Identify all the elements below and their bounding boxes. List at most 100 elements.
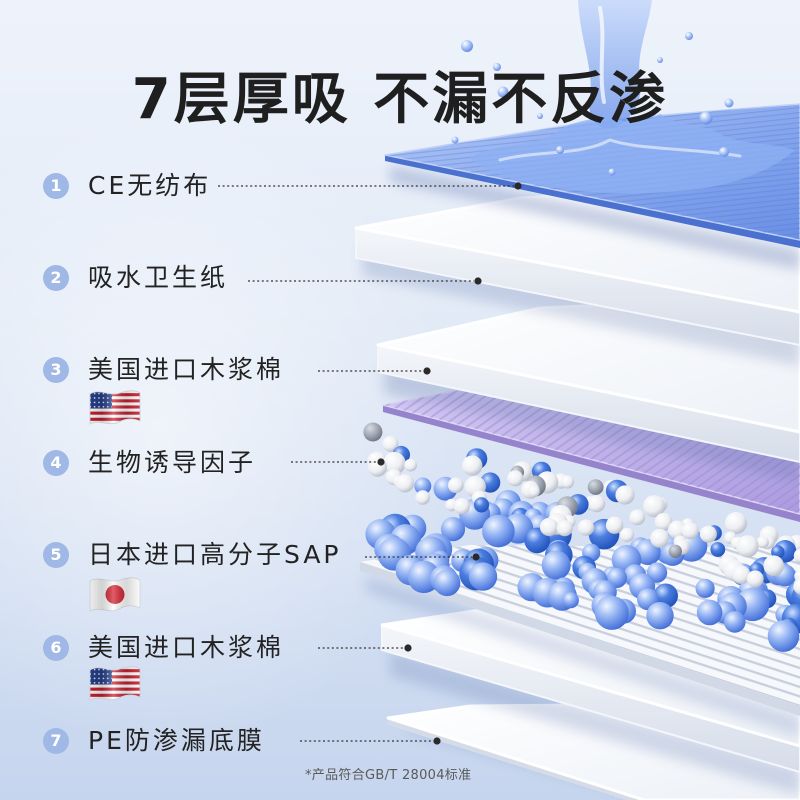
layer-number-badge: 7 <box>43 728 69 754</box>
layer-number-badge: 1 <box>43 173 69 199</box>
layer-number-badge: 6 <box>43 635 69 661</box>
sap-bead-white <box>560 475 575 489</box>
sap-bead-white <box>605 516 624 534</box>
layer-item-5: 5 日本进口高分子SAP <box>43 540 342 570</box>
sap-bead-blue <box>696 599 723 626</box>
water-droplet <box>461 40 473 52</box>
sap-bead-white <box>736 535 759 558</box>
sap-bead-white <box>382 435 399 452</box>
sap-bead-white <box>462 455 483 476</box>
sap-bead-blue <box>594 595 629 630</box>
water-droplet <box>556 146 564 154</box>
layer-item-1: 1 CE无纺布 <box>43 171 211 201</box>
layer-item-2: 2 吸水卫生纸 <box>43 263 228 293</box>
water-droplet <box>719 147 729 157</box>
sap-bead-white <box>763 555 784 576</box>
water-droplet <box>608 168 616 176</box>
sap-bead-blue <box>767 620 800 652</box>
sap-bead-white <box>793 548 800 564</box>
sap-bead-white <box>556 520 573 537</box>
sap-bead-white <box>404 458 417 472</box>
sap-bead-white <box>395 474 414 493</box>
sap-bead-white <box>415 490 431 505</box>
leader-dot-4 <box>377 458 385 466</box>
sap-bead-white <box>383 451 406 475</box>
sap-beads-white-group <box>363 422 800 595</box>
sap-bead-white <box>527 485 540 498</box>
japan-flag-icon <box>89 577 141 612</box>
layer-number-badge: 5 <box>43 542 69 568</box>
water-droplet <box>724 98 734 108</box>
sap-bead-white <box>629 509 646 526</box>
layer-number-badge: 2 <box>43 265 69 291</box>
leader-dot-7 <box>433 737 441 745</box>
sap-bead-white <box>615 485 635 505</box>
sap-bead-white <box>681 522 699 540</box>
sap-bead-white <box>643 495 666 518</box>
bio-factor-side <box>383 405 800 522</box>
sap-bead-white <box>453 498 470 515</box>
leader-dot-6 <box>404 644 412 652</box>
layer-label: CE无纺布 <box>88 171 212 200</box>
layer-label: 美国进口木浆棉 <box>88 633 285 662</box>
sap-bead-blue <box>440 517 466 542</box>
leader-dot-2 <box>474 277 482 285</box>
sap-bead-white <box>668 520 687 539</box>
sap-bead-dark-blue <box>710 542 726 557</box>
sap-bead-white <box>793 578 800 595</box>
water-droplet <box>493 63 501 71</box>
sap-bead-white <box>448 477 464 494</box>
sap-bead-dark-blue <box>653 583 678 609</box>
sap-bead-white <box>756 536 769 549</box>
ce-nonwoven-side <box>385 155 800 248</box>
sap-bead-blue <box>414 477 432 495</box>
layer-number-badge: 3 <box>43 357 69 383</box>
sap-bead-white <box>654 513 673 531</box>
layer-item-3: 3 美国进口木浆棉 <box>43 355 284 385</box>
sap-bead-blue <box>433 569 461 597</box>
leader-dot-3 <box>423 367 431 375</box>
sap-bead-white <box>577 519 595 536</box>
ribbed-sheet-side <box>360 562 800 716</box>
ribbed-sheet-shadow <box>366 576 800 738</box>
water-splash <box>451 0 795 194</box>
page-title: 7层厚吸 不漏不反渗 <box>131 67 669 132</box>
sap-bead-white <box>732 565 751 584</box>
water-droplet <box>497 86 509 98</box>
layer-item-6: 6 美国进口木浆棉 <box>43 633 284 663</box>
water-crown <box>470 112 795 194</box>
us-flag-icon <box>89 666 141 701</box>
us-flag-icon <box>89 390 141 425</box>
layer-label: PE防渗漏底膜 <box>88 726 265 755</box>
sap-bead-blue <box>562 592 579 609</box>
sap-bead-blue <box>724 611 746 633</box>
sap-bead-gray <box>668 544 682 558</box>
water-droplet <box>657 57 663 63</box>
water-droplet <box>685 32 693 40</box>
sap-bead-white <box>507 470 524 487</box>
sap-bead-white <box>539 517 559 537</box>
wood-pulp-lower-shadow <box>390 650 800 795</box>
sap-bead-white <box>746 570 764 588</box>
sap-bead-gray <box>587 479 604 495</box>
standard-footnote: *产品符合GB/T 28004标准 <box>305 768 472 783</box>
leader-dot-5 <box>472 553 480 561</box>
layer-label: 吸水卫生纸 <box>88 263 229 292</box>
water-droplet <box>537 113 543 119</box>
layer-label: 生物诱导因子 <box>88 448 257 477</box>
sap-bead-blue <box>646 602 674 630</box>
sap-bead-white <box>619 527 635 543</box>
layer-label: 日本进口高分子SAP <box>88 540 342 569</box>
layer-item-7: 7 PE防渗漏底膜 <box>43 726 265 756</box>
sap-bead-dark-blue <box>771 545 785 559</box>
sap-bead-blue <box>468 562 498 591</box>
sap-bead-white <box>650 528 669 548</box>
sap-bead-white <box>699 525 717 543</box>
sap-bead-blue <box>541 550 571 580</box>
water-droplet <box>699 111 713 125</box>
sap-bead-white <box>588 495 606 513</box>
sap-bead-white <box>724 511 748 535</box>
